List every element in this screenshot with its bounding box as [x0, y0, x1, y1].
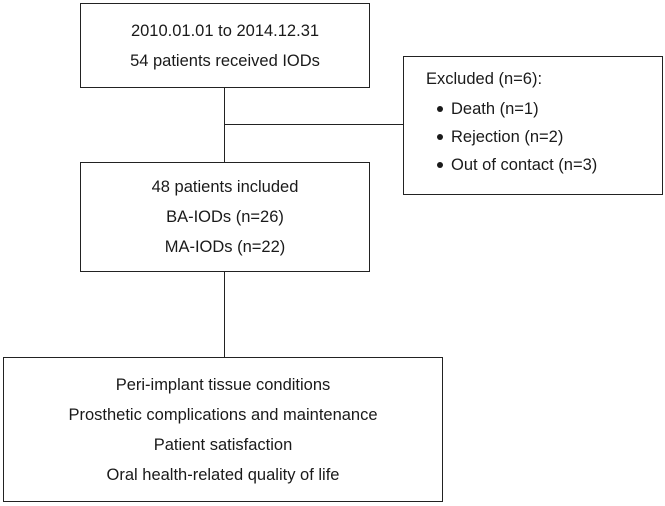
ma-iods-text: MA-IODs (n=22) [164, 238, 286, 256]
included-box: 48 patients included BA-IODs (n=26) MA-I… [80, 162, 370, 272]
outcome-item: Patient satisfaction [153, 435, 293, 454]
outcome-item: Oral health-related quality of life [106, 465, 340, 484]
enrollment-count-text: 54 patients received IODs [130, 51, 320, 70]
enrollment-period-text: 2010.01.01 to 2014.12.31 [130, 21, 320, 40]
bullet-icon [437, 134, 443, 140]
excluded-item-label: Out of contact (n=3) [451, 156, 598, 174]
excluded-box: Excluded (n=6): Death (n=1) Rejection (n… [403, 56, 663, 195]
connector-middle-to-bottom [224, 272, 226, 357]
enrollment-box: 2010.01.01 to 2014.12.31 54 patients rec… [80, 3, 370, 88]
ba-iods-text: BA-IODs (n=26) [166, 208, 284, 226]
outcome-item: Peri-implant tissue conditions [115, 375, 331, 394]
connector-to-excluded [224, 124, 403, 126]
bullet-icon [437, 162, 443, 168]
excluded-item: Rejection (n=2) [437, 123, 662, 151]
excluded-item: Out of contact (n=3) [437, 151, 662, 179]
excluded-title: Excluded (n=6): [426, 70, 543, 88]
included-count-text: 48 patients included [151, 178, 299, 196]
excluded-item-label: Rejection (n=2) [451, 128, 564, 146]
bullet-icon [437, 106, 443, 112]
excluded-item: Death (n=1) [437, 95, 662, 123]
excluded-list: Death (n=1) Rejection (n=2) Out of conta… [426, 95, 662, 179]
outcome-item: Prosthetic complications and maintenance [68, 405, 378, 424]
excluded-item-label: Death (n=1) [451, 100, 539, 118]
outcomes-box: Peri-implant tissue conditions Prostheti… [3, 357, 443, 502]
